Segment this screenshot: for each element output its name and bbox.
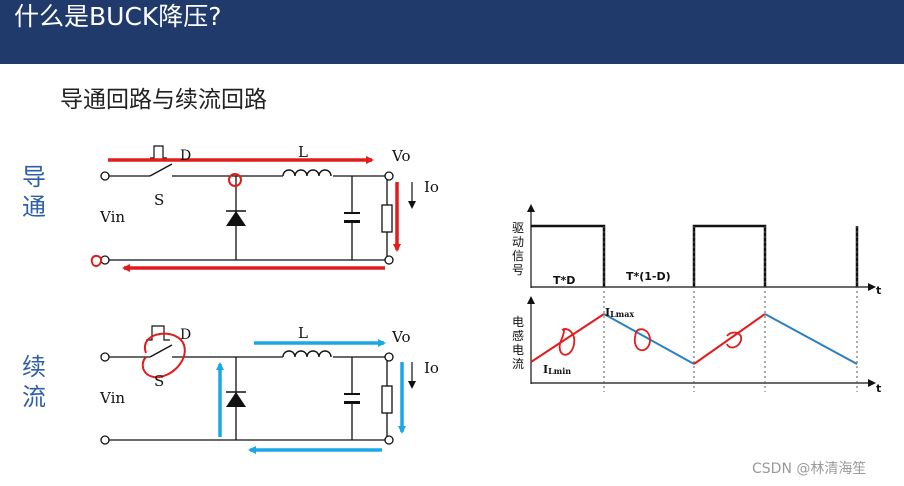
waveform-axes (527, 204, 876, 387)
inductor-icon (282, 169, 332, 177)
conduct-label-text: 导 通 (22, 163, 46, 221)
current-annotations (558, 328, 743, 356)
drive-ylabel-1: 驱 (512, 221, 524, 235)
current-ylabel-4: 流 (512, 357, 524, 371)
title-bar: 什么是BUCK降压? (0, 0, 904, 64)
top-vin-label: Vin (99, 208, 125, 226)
circuit-conduct (109, 163, 388, 261)
capacitor-icon (344, 220, 360, 223)
freewheel-label-text: 续 流 (22, 353, 46, 411)
bottom-vin-label: Vin (99, 389, 125, 407)
imax-main: I (605, 306, 610, 319)
drive-ylabel: 驱 动 信 号 (512, 221, 543, 277)
pulse-icon (146, 325, 170, 341)
inductor-icon (282, 350, 332, 358)
top-vo-label: Vo (391, 147, 411, 165)
bottom-inductor-label: L (298, 324, 308, 342)
drive-ylabel-2: 动 (512, 235, 524, 249)
capacitor-icon (344, 401, 360, 404)
current-ylabel-2: 感 (512, 328, 524, 343)
circuit-freewheel (109, 344, 388, 441)
load-resistor-icon (381, 204, 393, 233)
top-switch-label: S (154, 191, 164, 209)
slide-title: 什么是BUCK降压? (14, 2, 222, 31)
diode-icon (226, 392, 246, 407)
period-guides (603, 226, 858, 392)
drive-ylabel-3: 信 (512, 249, 524, 263)
top-inductor-label: L (298, 143, 308, 161)
imax-label: ILmax (605, 306, 634, 319)
imin-label: ILmin (543, 363, 571, 376)
top-diode-label: D (180, 148, 191, 164)
inductor-current (530, 313, 858, 365)
load-resistor-icon (381, 385, 393, 414)
current-ylabel: 电 感 电 流 (512, 315, 528, 371)
current-ylabel-3: 电 (512, 343, 524, 357)
conduct-label: 导 通 (22, 162, 52, 222)
slide-subtitle: 导通回路与续流回路 (60, 87, 267, 113)
imax-sub: Lmax (610, 309, 634, 319)
drive-ylabel-4: 号 (512, 263, 524, 277)
circuit-freewheel-parts (100, 325, 416, 454)
imin-sub: Lmin (548, 366, 571, 376)
current-ylabel-1: 电 (512, 315, 524, 329)
bottom-vo-label: Vo (391, 328, 411, 346)
circuit-conduct-parts (90, 145, 416, 272)
diode-icon (226, 211, 246, 226)
imin-main: I (543, 363, 548, 376)
drive-t-axis-label: t (876, 284, 881, 297)
bottom-diode-label: D (180, 327, 191, 343)
current-t-axis-label: t (876, 382, 881, 395)
watermark: CSDN @林清海笙 (752, 461, 867, 477)
off-time-label: T*(1-D) (626, 270, 671, 283)
freewheel-label: 续 流 (22, 352, 52, 412)
on-time-label: T*D (553, 274, 575, 287)
top-io-label: Io (424, 178, 439, 196)
bottom-io-label: Io (424, 359, 439, 377)
pulse-icon (150, 145, 167, 159)
bottom-switch-label: S (154, 372, 164, 390)
